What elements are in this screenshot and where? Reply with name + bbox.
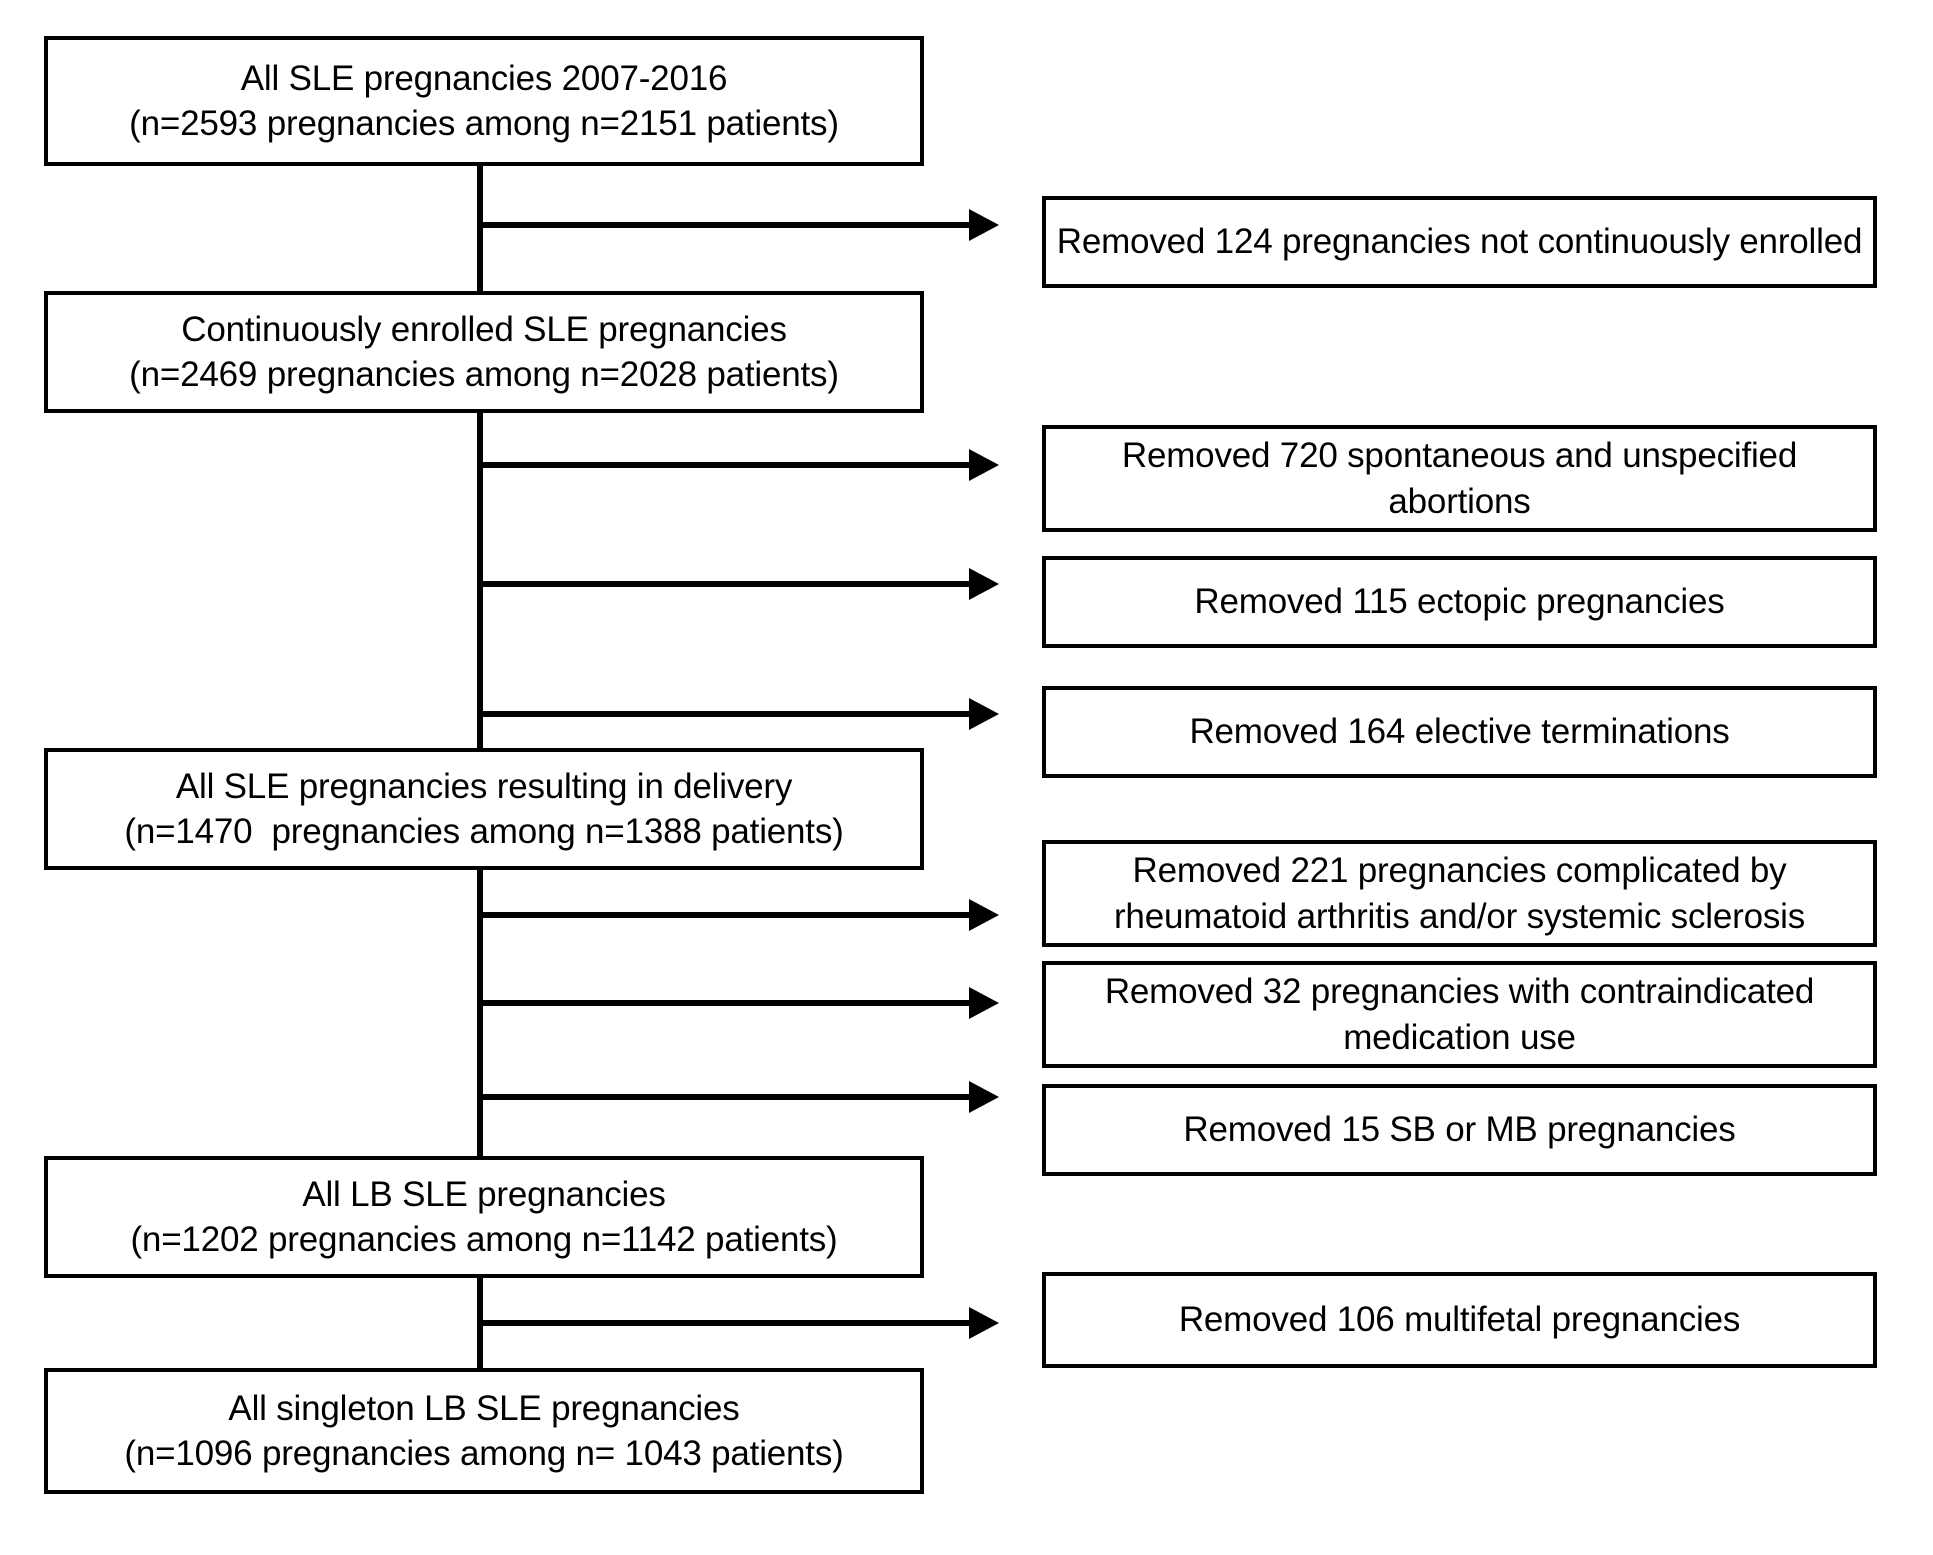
- arrow-line-rem-221: [477, 912, 977, 918]
- node-rem-15-line1: Removed 15 SB or MB pregnancies: [1183, 1110, 1736, 1150]
- node-rem-221-line1: Removed 221 pregnancies complicated by: [1132, 851, 1787, 890]
- trunk-segment-2: [477, 407, 483, 752]
- node-rem-106-line1: Removed 106 multifetal pregnancies: [1178, 1300, 1741, 1340]
- arrow-head-rem-164: [969, 698, 999, 730]
- node-resulting-in-delivery-line2: (n=1470 pregnancies among n=1388 patient…: [124, 812, 844, 851]
- node-all-singleton-lb[interactable]: All singleton LB SLE pregnancies (n=1096…: [44, 1368, 924, 1494]
- node-all-sle-line1: All SLE pregnancies 2007-2016: [240, 58, 728, 98]
- trunk-segment-3: [477, 861, 483, 1161]
- node-rem-115-line1: Removed 115 ectopic pregnancies: [1194, 582, 1725, 622]
- node-all-sle-line2: (n=2593 pregnancies among n=2151 patient…: [129, 104, 839, 143]
- arrow-head-rem-115: [969, 568, 999, 600]
- node-continuously-enrolled-line2: (n=2469 pregnancies among n=2028 patient…: [129, 355, 839, 394]
- arrow-head-rem-221: [969, 899, 999, 931]
- node-all-singleton-lb-line2: (n=1096 pregnancies among n= 1043 patien…: [124, 1434, 844, 1473]
- node-rem-720-line2: abortions: [1388, 481, 1531, 521]
- trunk-segment-1: [477, 166, 483, 296]
- arrow-line-rem-106: [477, 1320, 977, 1326]
- node-rem-124[interactable]: Removed 124 pregnancies not continuously…: [1042, 196, 1877, 288]
- node-all-singleton-lb-line1: All singleton LB SLE pregnancies: [228, 1388, 740, 1428]
- node-continuously-enrolled-line1: Continuously enrolled SLE pregnancies: [181, 309, 787, 349]
- node-resulting-in-delivery[interactable]: All SLE pregnancies resulting in deliver…: [44, 748, 924, 870]
- node-rem-221[interactable]: Removed 221 pregnancies complicated by r…: [1042, 840, 1877, 947]
- arrow-line-rem-720: [477, 462, 977, 468]
- node-rem-720[interactable]: Removed 720 spontaneous and unspecified …: [1042, 425, 1877, 532]
- node-rem-32-line2: medication use: [1343, 1017, 1576, 1057]
- arrow-head-rem-124: [969, 209, 999, 241]
- node-all-lb-line2: (n=1202 pregnancies among n=1142 patient…: [130, 1220, 838, 1259]
- node-rem-164-line1: Removed 164 elective terminations: [1189, 712, 1730, 752]
- arrow-head-rem-15: [969, 1081, 999, 1113]
- node-resulting-in-delivery-line1: All SLE pregnancies resulting in deliver…: [175, 766, 793, 806]
- arrow-line-rem-32: [477, 1000, 977, 1006]
- node-all-lb-line1: All LB SLE pregnancies: [302, 1174, 666, 1214]
- node-rem-32-line1: Removed 32 pregnancies with contraindica…: [1104, 972, 1815, 1011]
- node-all-lb[interactable]: All LB SLE pregnancies (n=1202 pregnanci…: [44, 1156, 924, 1278]
- arrow-line-rem-124: [477, 222, 977, 228]
- arrow-head-rem-32: [969, 987, 999, 1019]
- node-rem-32[interactable]: Removed 32 pregnancies with contraindica…: [1042, 961, 1877, 1068]
- arrow-line-rem-164: [477, 711, 977, 717]
- node-rem-106[interactable]: Removed 106 multifetal pregnancies: [1042, 1272, 1877, 1368]
- node-continuously-enrolled[interactable]: Continuously enrolled SLE pregnancies (n…: [44, 291, 924, 413]
- arrow-line-rem-15: [477, 1094, 977, 1100]
- node-rem-221-line2: rheumatoid arthritis and/or systemic scl…: [1113, 896, 1806, 936]
- node-all-sle[interactable]: All SLE pregnancies 2007-2016 (n=2593 pr…: [44, 36, 924, 166]
- arrow-line-rem-115: [477, 581, 977, 587]
- node-rem-115[interactable]: Removed 115 ectopic pregnancies: [1042, 556, 1877, 648]
- arrow-head-rem-106: [969, 1307, 999, 1339]
- arrow-head-rem-720: [969, 449, 999, 481]
- node-rem-124-line1: Removed 124 pregnancies not continuously…: [1056, 222, 1863, 262]
- node-rem-164[interactable]: Removed 164 elective terminations: [1042, 686, 1877, 778]
- node-rem-720-line1: Removed 720 spontaneous and unspecified: [1121, 436, 1798, 475]
- node-rem-15[interactable]: Removed 15 SB or MB pregnancies: [1042, 1084, 1877, 1176]
